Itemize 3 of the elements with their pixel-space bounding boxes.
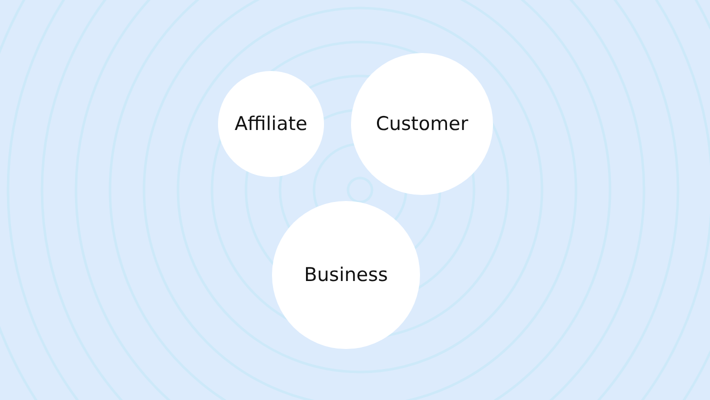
node-label: Customer <box>376 113 468 135</box>
node-label: Affiliate <box>234 113 308 135</box>
node-label: Business <box>304 264 388 286</box>
